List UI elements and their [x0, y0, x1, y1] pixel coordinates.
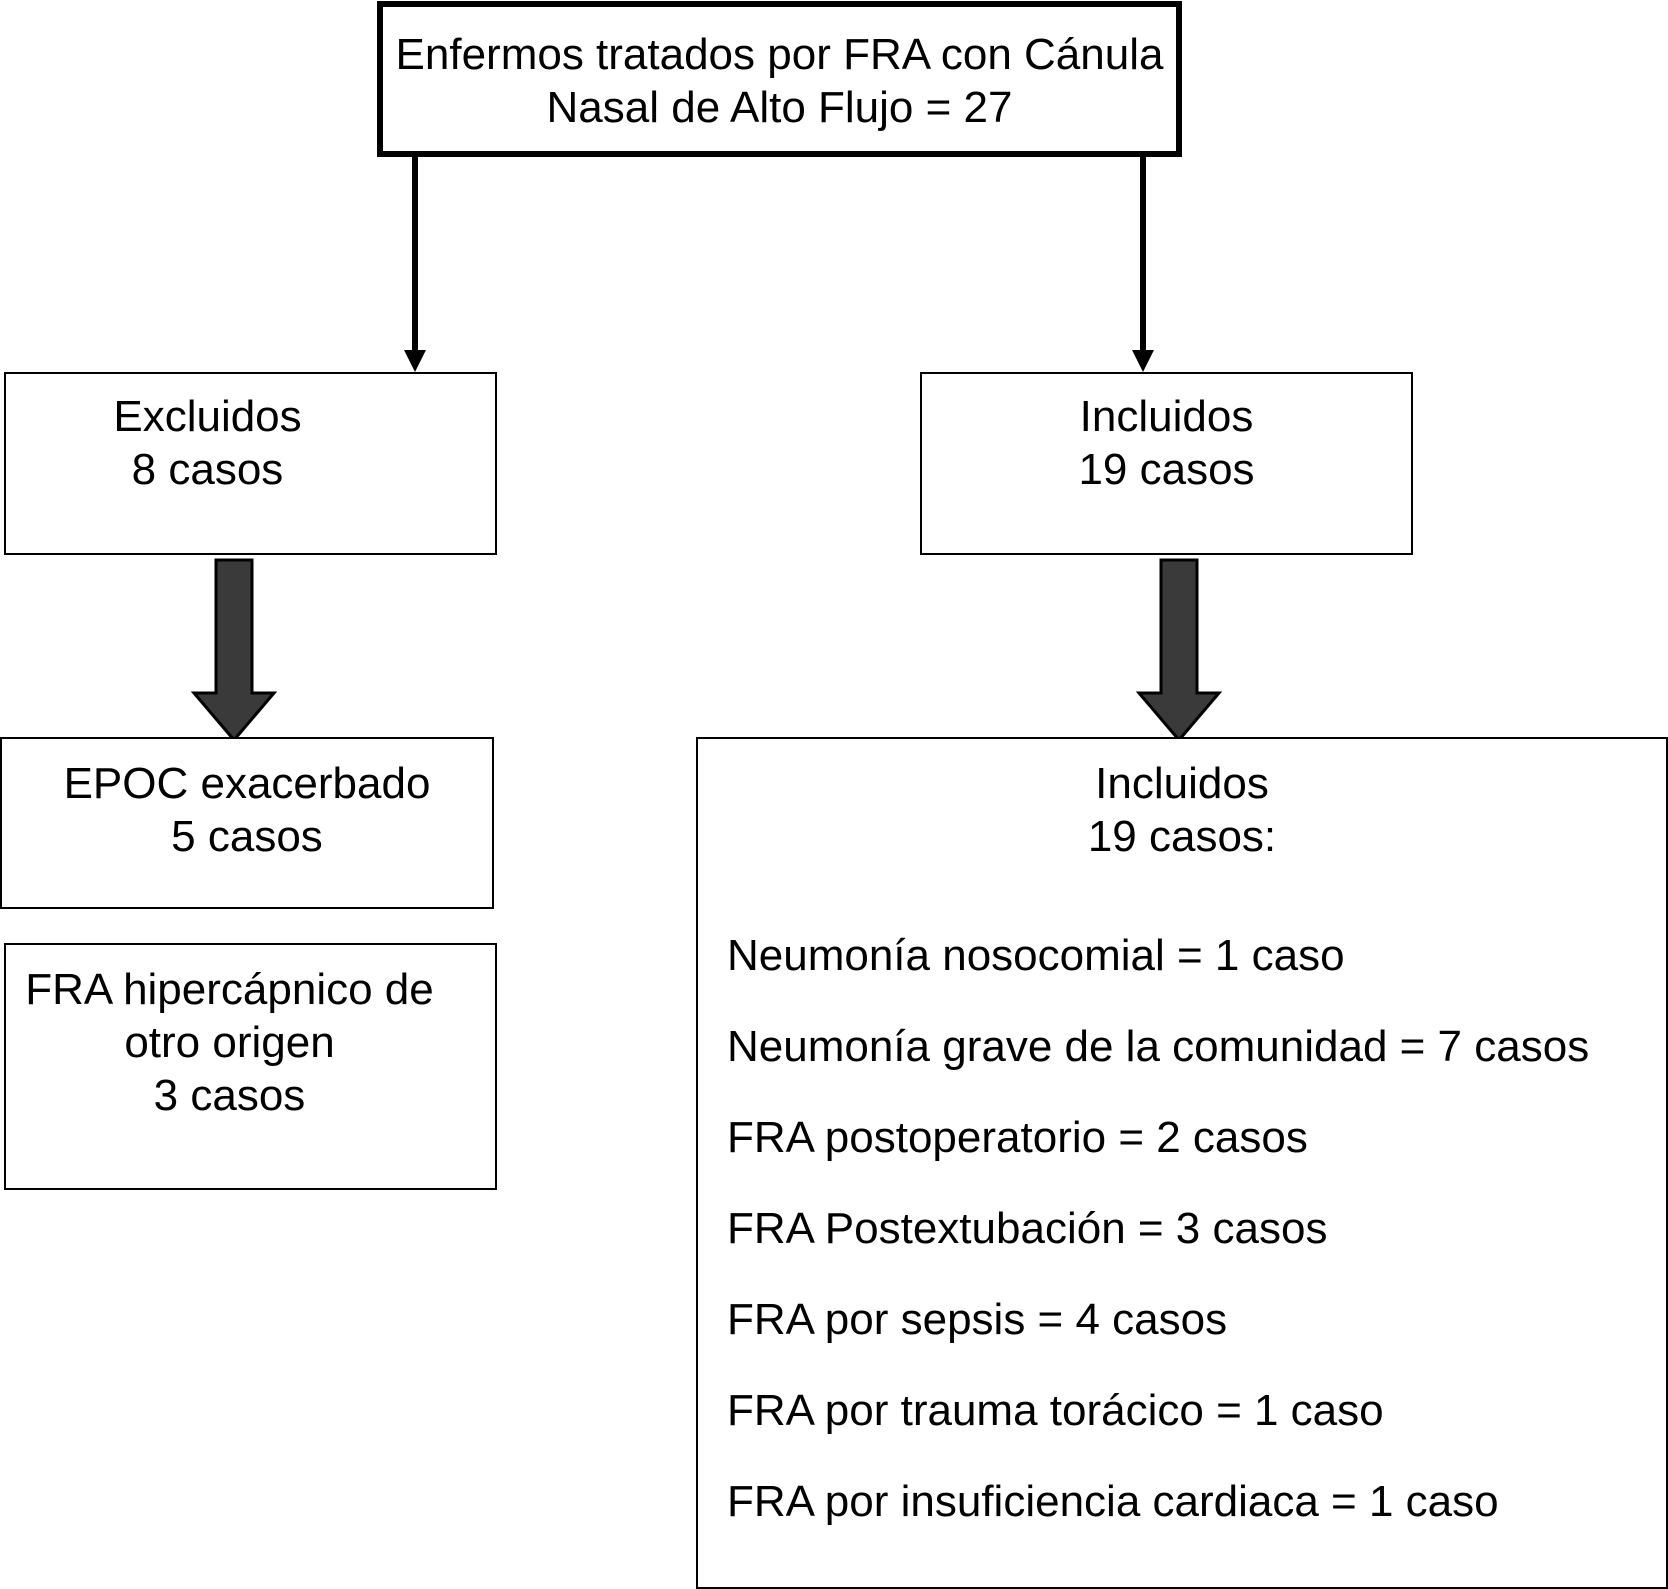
included-count: 19 casos [1078, 445, 1255, 494]
list-item: Neumonía grave de la comunidad = 7 casos [727, 1022, 1590, 1071]
list-item: FRA por trauma torácico = 1 caso [727, 1386, 1384, 1435]
root-line-1: Enfermos tratados por FRA con Cánula [395, 30, 1164, 79]
block-arrow-included [1135, 558, 1223, 743]
hypercapnic-label-2: otro origen [124, 1018, 335, 1067]
excluded-hypercapnic-box: FRA hipercápnico de otro origen 3 casos [4, 943, 497, 1190]
excluded-count: 8 casos [131, 445, 284, 494]
included-title: Incluidos [1079, 392, 1254, 441]
included-diagnosis-list: Neumonía nosocomial = 1 caso Neumonía gr… [727, 929, 1589, 1566]
included-detail-box: Incluidos 19 casos: Neumonía nosocomial … [696, 737, 1668, 1589]
list-item: FRA por insuficiencia cardiaca = 1 caso [727, 1477, 1499, 1526]
list-item: FRA por sepsis = 4 casos [727, 1295, 1228, 1344]
excluded-box: Excluidos 8 casos [4, 372, 497, 555]
list-item: FRA postoperatorio = 2 casos [727, 1113, 1308, 1162]
included-box: Incluidos 19 casos [920, 372, 1413, 555]
excluded-title: Excluidos [113, 392, 302, 441]
arrow-root-to-included [1132, 155, 1154, 372]
root-line-2: Nasal de Alto Flujo = 27 [546, 83, 1013, 132]
included-detail-count: 19 casos: [1087, 812, 1277, 861]
hypercapnic-count: 3 casos [153, 1071, 306, 1120]
epoc-label: EPOC exacerbado [63, 759, 431, 808]
root-box: Enfermos tratados por FRA con Cánula Nas… [377, 1, 1182, 157]
list-item: Neumonía nosocomial = 1 caso [727, 931, 1345, 980]
block-arrow-excluded [190, 558, 278, 743]
arrow-root-to-excluded [404, 155, 426, 372]
hypercapnic-label-1: FRA hipercápnico de [25, 965, 434, 1014]
list-item: FRA Postextubación = 3 casos [727, 1204, 1328, 1253]
epoc-count: 5 casos [171, 812, 323, 861]
included-detail-title: Incluidos [1095, 759, 1269, 808]
excluded-epoc-box: EPOC exacerbado 5 casos [0, 737, 494, 909]
